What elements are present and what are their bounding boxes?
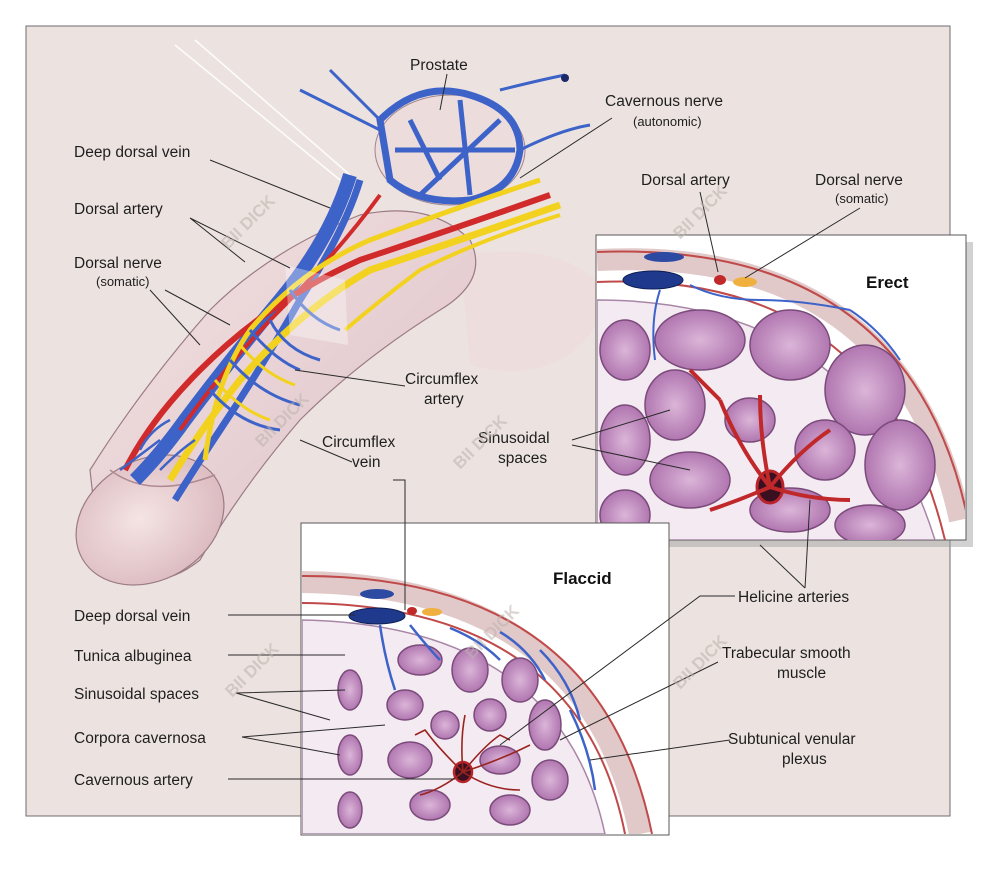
- label-circumflex-vein-1: Circumflex: [322, 434, 395, 451]
- label-circumflex-artery-2: artery: [424, 391, 464, 408]
- erect-title: Erect: [866, 273, 909, 292]
- label-dorsal-nerve-right-sub: (somatic): [835, 191, 888, 206]
- penis-illustration: [75, 39, 602, 586]
- label-trabecular-2: muscle: [777, 665, 826, 682]
- label-cavernous-nerve-sub: (autonomic): [633, 114, 702, 129]
- label-dorsal-artery-left: Dorsal artery: [74, 201, 163, 218]
- label-trabecular-1: Trabecular smooth: [722, 645, 851, 662]
- label-subtunical-1: Subtunical venular: [728, 731, 856, 748]
- flaccid-title: Flaccid: [553, 569, 612, 588]
- erect-cross-section: Erect: [595, 234, 973, 547]
- prostate-venous-plexus: [299, 68, 591, 206]
- label-sinusoidal-2: spaces: [498, 450, 547, 467]
- leader-lines: [149, 73, 861, 780]
- label-tunica-albuginea: Tunica albuginea: [74, 648, 192, 665]
- label-cavernous-artery: Cavernous artery: [74, 772, 193, 789]
- label-sinusoidal-spaces-bottom: Sinusoidal spaces: [74, 686, 199, 703]
- labels: Prostate Cavernous nerve (autonomic) Dee…: [74, 57, 903, 789]
- deep-dorsal-vein: [130, 172, 357, 485]
- label-dorsal-nerve-left: Dorsal nerve: [74, 255, 162, 272]
- label-corpora-cavernosa: Corpora cavernosa: [74, 730, 206, 747]
- label-dorsal-artery-right: Dorsal artery: [641, 172, 730, 189]
- label-dorsal-nerve-left-sub: (somatic): [96, 274, 149, 289]
- label-sinusoidal-1: Sinusoidal: [478, 430, 550, 447]
- flaccid-cross-section: Flaccid: [300, 522, 670, 836]
- label-circumflex-artery-1: Circumflex: [405, 371, 478, 388]
- label-dorsal-nerve-right: Dorsal nerve: [815, 172, 903, 189]
- label-cavernous-nerve: Cavernous nerve: [605, 93, 723, 110]
- label-prostate: Prostate: [410, 57, 468, 74]
- dorsal-nerve: [166, 201, 562, 482]
- label-subtunical-2: plexus: [782, 751, 827, 768]
- label-helicine-arteries: Helicine arteries: [738, 589, 849, 606]
- cavernous-nerve: [202, 177, 541, 461]
- label-circumflex-vein-2: vein: [352, 454, 380, 471]
- label-deep-dorsal-vein-top: Deep dorsal vein: [74, 144, 190, 161]
- label-deep-dorsal-vein-bottom: Deep dorsal vein: [74, 608, 190, 625]
